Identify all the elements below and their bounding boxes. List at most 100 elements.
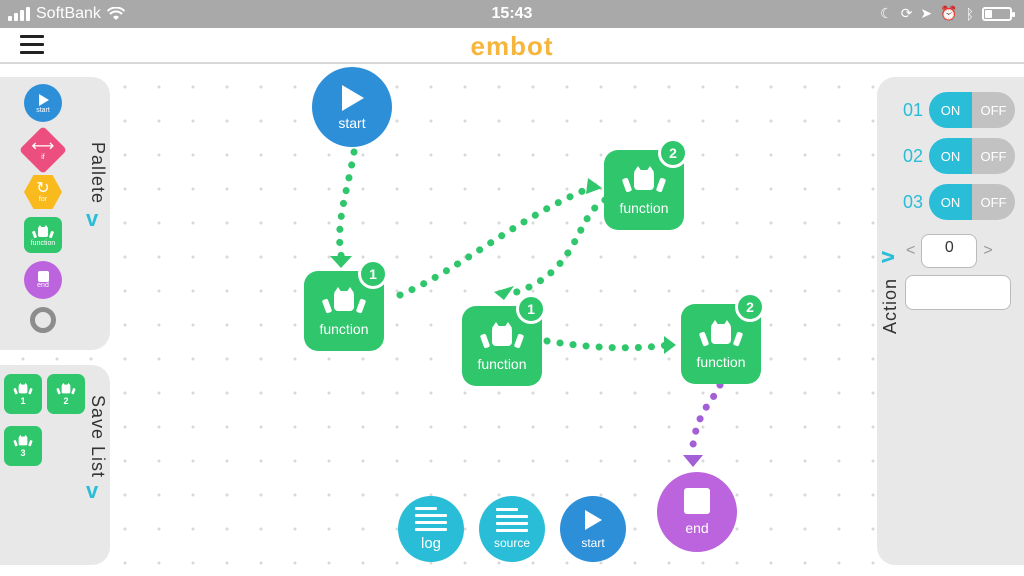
source-button[interactable]: source <box>479 496 545 562</box>
toggle-off-button[interactable]: OFF <box>972 92 1015 128</box>
function-node[interactable]: function 1 <box>304 259 388 351</box>
run-start-label: start <box>581 536 605 550</box>
carrier-name: SoftBank <box>36 5 101 22</box>
robot-icon <box>622 166 666 193</box>
function-node-badge: 2 <box>658 138 688 168</box>
toggle-number: 03 <box>903 191 924 212</box>
app-header: embot <box>0 28 1024 64</box>
play-icon <box>342 85 364 111</box>
save-list-item[interactable]: 1 <box>4 374 42 414</box>
toggle-switch: ON OFF <box>929 184 1015 220</box>
flow-start-node[interactable]: start <box>312 67 392 147</box>
arrowhead-5 <box>683 455 703 467</box>
moon-icon: ☾ <box>880 5 893 21</box>
stop-icon <box>684 488 710 514</box>
play-icon <box>585 510 602 530</box>
palette-function-block[interactable]: function <box>24 217 62 253</box>
hamburger-icon[interactable] <box>20 35 44 55</box>
robot-icon <box>322 287 366 314</box>
palette-end-label: end <box>37 282 49 289</box>
robot-icon <box>699 320 743 347</box>
robot-icon <box>32 224 54 238</box>
robot-icon <box>56 382 76 395</box>
increment-button[interactable]: > <box>983 242 993 259</box>
log-button-label: log <box>420 534 442 552</box>
save-item-label: 3 <box>20 448 26 458</box>
toggle-off-button[interactable]: OFF <box>972 138 1015 174</box>
toggle-on-button[interactable]: ON <box>929 138 972 174</box>
save-list-item[interactable]: 2 <box>47 374 85 414</box>
arrowhead-1 <box>330 256 352 268</box>
toggle-number: 02 <box>903 145 924 166</box>
toggle-off-button[interactable]: OFF <box>972 184 1015 220</box>
palette-title: Pallete <box>88 142 108 205</box>
loop-icon: ↻ <box>36 180 50 197</box>
function-node[interactable]: function 2 <box>604 138 688 230</box>
function-node-badge: 1 <box>516 294 546 324</box>
battery-icon <box>982 6 1015 21</box>
robot-icon <box>480 322 524 349</box>
log-button[interactable]: log <box>398 496 464 562</box>
toggle-row-02: 02 ON OFF <box>903 138 1015 174</box>
status-bar: SoftBank 15:43 ☾ ⟳ ➤ ⏰ ᛒ <box>0 0 1024 28</box>
source-button-label: source <box>493 536 531 550</box>
stop-icon <box>37 271 49 282</box>
stepper-value[interactable]: 0 <box>921 234 978 268</box>
rotation-lock-icon: ⟳ <box>900 5 913 21</box>
wifi-icon <box>106 7 125 20</box>
robot-icon <box>13 382 33 395</box>
toggle-number: 01 <box>903 99 924 120</box>
palette-panel <box>0 77 110 350</box>
decrement-button[interactable]: < <box>906 242 916 259</box>
palette-chevron-icon[interactable]: v <box>86 206 99 231</box>
function-node-label: function <box>696 354 746 370</box>
palette-start-block[interactable]: start <box>24 84 62 122</box>
end-node-label: end <box>685 520 709 536</box>
toggle-on-button[interactable]: ON <box>929 92 972 128</box>
toggle-switch: ON OFF <box>929 92 1015 128</box>
value-stepper: < 0 > <box>906 234 993 268</box>
action-text-field[interactable] <box>905 275 1011 310</box>
save-list-title: Save List <box>88 395 108 479</box>
palette-for-label: for <box>38 196 48 203</box>
carrier-info: SoftBank <box>8 5 125 23</box>
signal-icon <box>8 7 30 21</box>
run-start-button[interactable]: start <box>560 496 626 562</box>
palette-end-block[interactable]: end <box>24 261 62 299</box>
toggle-on-button[interactable]: ON <box>929 184 972 220</box>
arrowhead-4 <box>664 336 676 354</box>
function-node[interactable]: function 1 <box>462 294 546 386</box>
palette-ring-icon[interactable] <box>30 307 56 333</box>
connector-function4-to-end <box>688 381 724 459</box>
alarm-icon: ⏰ <box>940 5 958 21</box>
function-node[interactable]: function 2 <box>681 292 765 384</box>
connector-start-to-function1 <box>336 148 358 264</box>
connector-function1-to-function2 <box>396 182 599 299</box>
save-list-chevron-icon[interactable]: v <box>86 478 99 503</box>
palette-function-label: function <box>30 239 56 247</box>
save-item-label: 2 <box>63 396 69 406</box>
play-icon <box>39 93 49 106</box>
robot-icon <box>13 434 33 447</box>
text-lines-icon <box>415 506 447 535</box>
arrowhead-2 <box>586 178 602 194</box>
function-node-label: function <box>477 356 527 372</box>
start-node-label: start <box>338 115 366 131</box>
palette-for-block[interactable]: ↻ for <box>24 175 62 209</box>
function-node-label: function <box>319 321 369 337</box>
function-node-label: function <box>619 200 669 216</box>
connector-function2-to-function3 <box>506 196 609 298</box>
status-icons: ☾ ⟳ ➤ ⏰ ᛒ <box>880 5 1015 22</box>
connector-function3-to-function4 <box>543 337 672 352</box>
function-node-badge: 1 <box>358 259 388 289</box>
save-list-item[interactable]: 3 <box>4 426 42 466</box>
text-lines-icon <box>496 508 528 536</box>
status-time: 15:43 <box>491 5 533 22</box>
toggle-switch: ON OFF <box>929 138 1015 174</box>
bluetooth-icon: ᛒ <box>965 5 974 22</box>
toggle-row-01: 01 ON OFF <box>903 92 1015 128</box>
toggle-row-03: 03 ON OFF <box>903 184 1015 220</box>
app-logo: embot <box>470 31 554 61</box>
flow-end-node[interactable]: end <box>657 472 737 552</box>
